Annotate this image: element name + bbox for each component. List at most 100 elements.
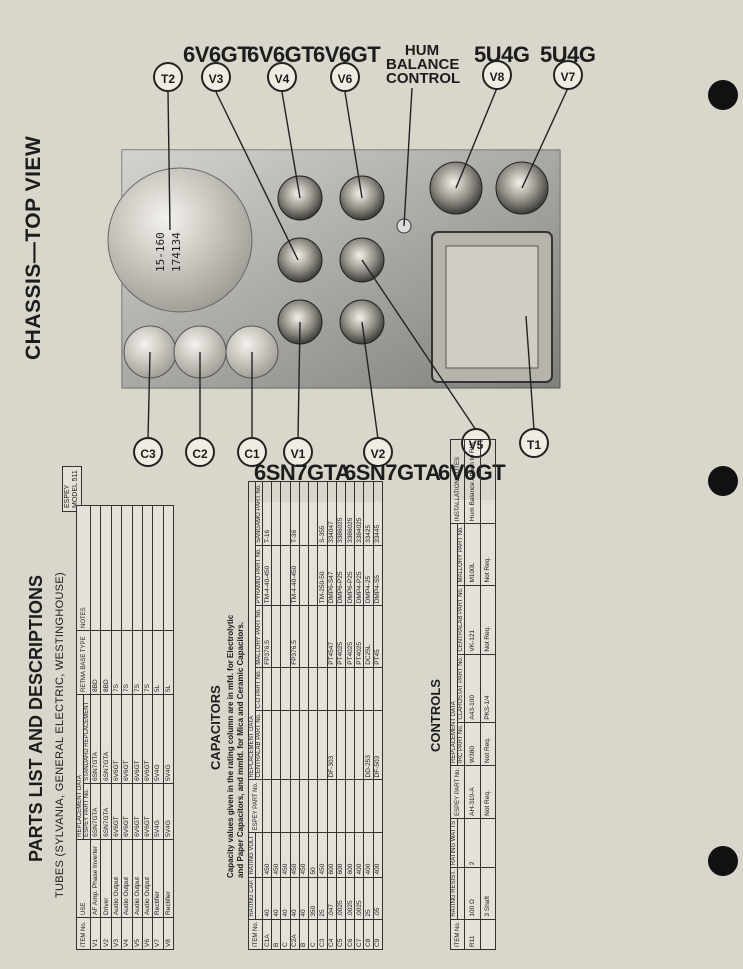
table-cell — [271, 779, 281, 833]
table-cell: 33425 — [363, 481, 374, 546]
ctrl-header-group: REPLACEMENT DATA — [450, 523, 458, 766]
table-cell — [299, 605, 309, 668]
parts-list-title: PARTS LIST AND DESCRIPTIONS — [26, 574, 46, 862]
binding-hole-top — [708, 80, 738, 110]
table-cell: C4 — [327, 919, 337, 950]
tubes-header-base: RETMA BASE TYPE — [76, 630, 91, 695]
table-cell — [363, 779, 374, 833]
controls-title: CONTROLS — [428, 679, 443, 752]
table-cell: DF-503 — [373, 710, 383, 780]
table-cell: C — [280, 919, 291, 950]
table-cell — [299, 545, 309, 606]
table-cell — [271, 710, 281, 780]
ctrl-header-clarostat: CLAROSTAT PART No. — [457, 654, 465, 723]
table-cell: .047 — [327, 877, 337, 920]
table-cell — [299, 779, 309, 833]
table-cell: 600 — [336, 832, 346, 878]
table-cell — [299, 710, 309, 780]
table-cell: PT4025 — [345, 605, 355, 668]
table-cell — [308, 779, 318, 833]
table-cell: .0025 — [345, 877, 355, 920]
model-tag-model: MODEL 511 — [72, 470, 79, 508]
table-cell — [354, 779, 364, 833]
table-cell: B — [271, 919, 281, 950]
table-cell — [317, 779, 328, 833]
table-cell — [354, 667, 364, 711]
table-cell: 3386025 — [336, 481, 346, 546]
table-cell — [290, 710, 300, 780]
v6-type-label: 6V6GT — [313, 42, 381, 67]
cap-header-centralab: CENTRALAB PART No. — [255, 710, 263, 780]
table-cell — [280, 481, 291, 546]
table-cell: 40 — [271, 877, 281, 920]
table-cell: 450 — [280, 832, 291, 878]
table-cell — [336, 779, 346, 833]
callout-v4: V4 — [267, 62, 297, 92]
table-cell — [345, 667, 355, 711]
table-cell: 600 — [345, 832, 355, 878]
tube-v3-socket — [277, 237, 323, 283]
ctrl-header-resist: RATING RESIST. — [450, 867, 458, 920]
table-cell: C2A — [290, 919, 300, 950]
table-cell — [262, 710, 272, 780]
table-cell: C1A — [262, 919, 272, 950]
table-cell — [280, 605, 291, 668]
table-cell: 350 — [308, 877, 318, 920]
table-cell: 450 — [299, 832, 309, 878]
table-cell — [336, 667, 346, 711]
table-cell: .0025 — [354, 877, 364, 920]
table-cell — [308, 710, 318, 780]
table-cell: 50 — [308, 832, 318, 878]
v4-type-label: 6V6GT — [247, 42, 315, 67]
table-cell: 400 — [363, 832, 374, 878]
model-tag-brand: ESPEY — [64, 484, 71, 508]
v8-type-label: 5U4G — [474, 42, 530, 67]
ctrl-header-item: ITEM No. — [450, 919, 465, 950]
callout-v3: V3 — [201, 62, 231, 92]
ctrl-header-mallory: MALLORY PART No. — [457, 523, 465, 586]
cap-header-sangamo: SANGAMO PART No. — [255, 481, 263, 546]
table-cell: C — [308, 919, 318, 950]
table-cell: DF-303 — [327, 710, 337, 780]
table-cell — [373, 779, 383, 833]
table-cell: DMP4-P25 — [354, 545, 364, 606]
table-cell: DMP4-25 — [363, 545, 374, 606]
table-cell: C6 — [345, 919, 355, 950]
cap-header-rating-cap: RATING CAP. — [248, 877, 256, 920]
transformer-t2-can — [107, 167, 253, 313]
table-cell: B — [299, 919, 309, 950]
callout-t2: T2 — [153, 62, 183, 92]
tubes-table: ITEM No. USE REPLACEMENT DATA RETMA BASE… — [76, 505, 174, 950]
callout-v2: V2 — [363, 437, 393, 467]
capacitors-title: CAPACITORS — [208, 685, 223, 770]
ctrl-header-centralab: CENTRALAB PART No. — [457, 585, 465, 655]
table-cell — [308, 605, 318, 668]
table-cell — [336, 710, 346, 780]
table-cell: PT4025 — [336, 605, 346, 668]
tubes-header-item: ITEM No. — [76, 917, 91, 950]
table-cell: 334047 — [327, 481, 337, 546]
table-cell: .0025 — [336, 877, 346, 920]
tubes-header-group: REPLACEMENT DATA — [76, 694, 84, 840]
callout-v5: V5 — [461, 428, 491, 458]
tubes-header-notes: NOTES — [76, 505, 91, 631]
chassis-photo — [107, 87, 569, 440]
table-cell: S-355 — [317, 481, 328, 546]
table-cell: DMP6-S47 — [327, 545, 337, 606]
table-cell — [317, 667, 328, 711]
callout-t1: T1 — [519, 428, 549, 458]
binding-hole-middle — [708, 466, 738, 496]
table-cell — [363, 667, 374, 711]
cap-header-espey: ESPEY PART No. — [248, 779, 263, 833]
transformer-marking-2: 174134 — [170, 232, 183, 272]
